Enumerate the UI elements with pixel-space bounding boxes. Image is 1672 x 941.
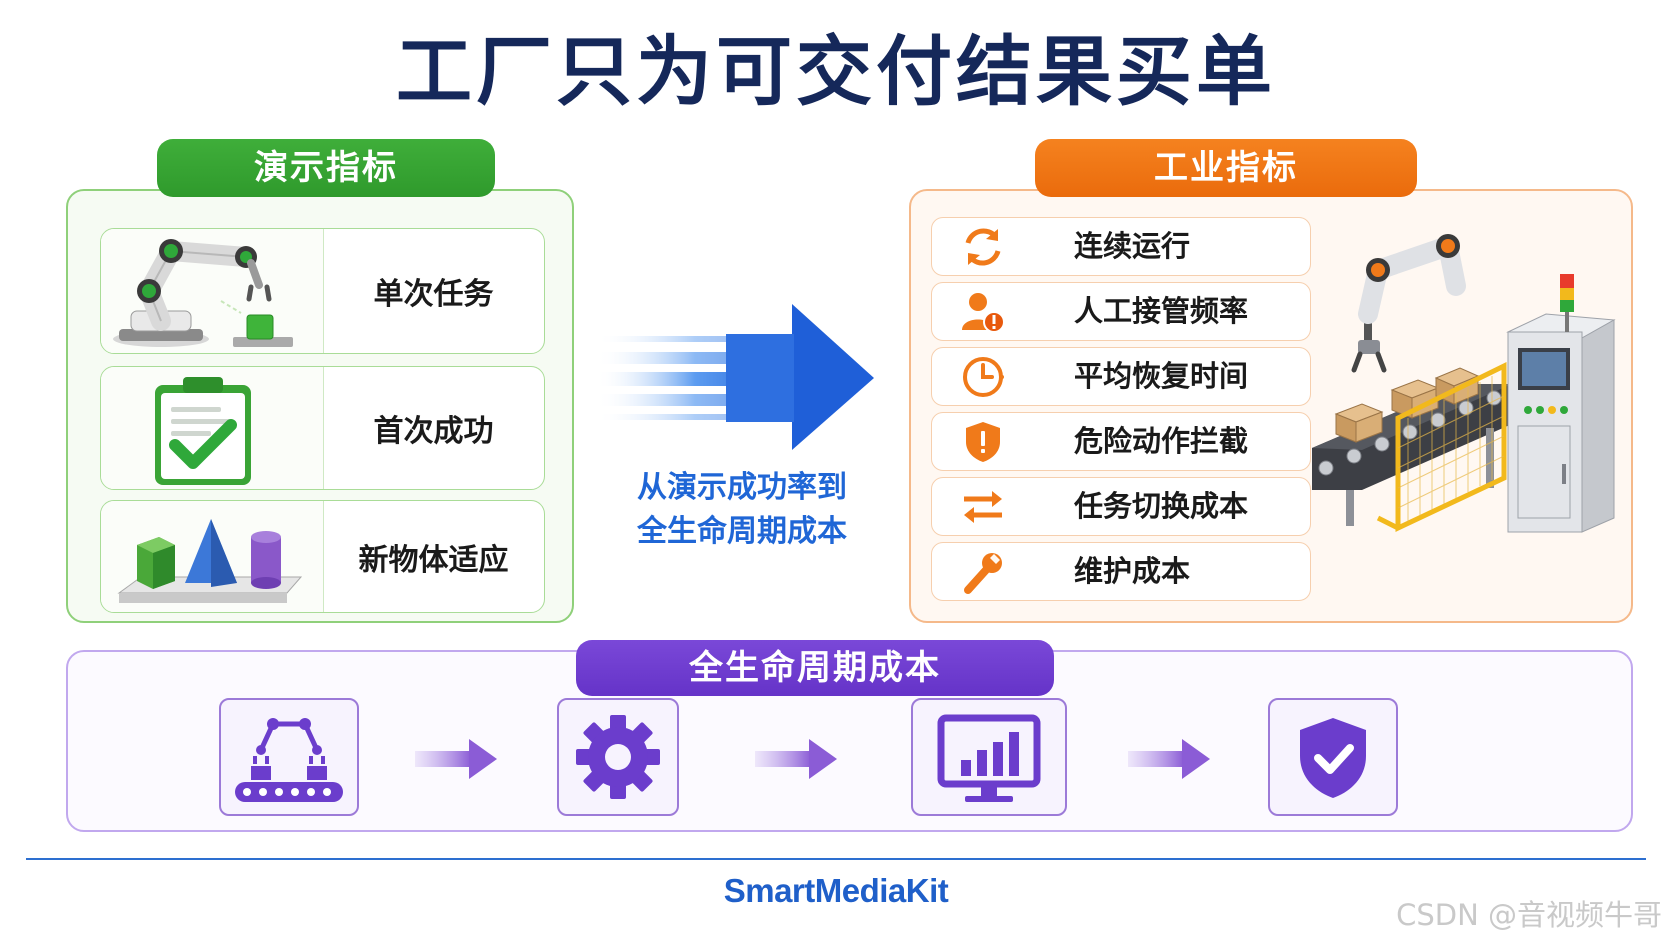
- monitor-chart-icon: [937, 714, 1041, 802]
- transition-caption: 从演示成功率到 全生命周期成本: [602, 466, 882, 554]
- industrial-metric-label: 维护成本: [1074, 554, 1191, 588]
- user-alert-icon: [962, 293, 1005, 333]
- industrial-metric-label: 人工接管频率: [1074, 294, 1249, 328]
- transition-caption-line-2: 全生命周期成本: [637, 514, 847, 549]
- lifecycle-arrow-icon: [415, 739, 497, 779]
- industrial-metric-card: 人工接管频率: [931, 282, 1311, 341]
- lifecycle-arrow-icon: [1128, 739, 1210, 779]
- footer-divider: [26, 858, 1646, 860]
- factory-production-line-illustration: [1312, 234, 1616, 533]
- brand-logo-text: SmartMediaKit: [723, 872, 949, 909]
- industrial-metrics-header: 工业指标: [1035, 139, 1417, 197]
- industrial-metric-card: 连续运行: [931, 217, 1311, 276]
- demo-metric-label: 新物体适应: [358, 542, 509, 578]
- demo-metric-label: 首次成功: [373, 414, 494, 449]
- lifecycle-arrow-icon: [755, 739, 837, 779]
- gear-icon: [576, 715, 660, 799]
- industrial-metric-card: 危险动作拦截: [931, 412, 1311, 471]
- demo-metric-card-new-object: 新物体适应: [100, 500, 545, 613]
- demo-metrics-header: 演示指标: [157, 139, 495, 197]
- clipboard-check-icon: [155, 377, 251, 485]
- swap-arrows-icon: [964, 491, 1002, 523]
- geometric-shapes-icon: [117, 519, 303, 603]
- demo-metric-label: 单次任务: [373, 277, 494, 312]
- industrial-metric-card: 平均恢复时间: [931, 347, 1311, 406]
- lifecycle-step-deploy: [219, 698, 359, 816]
- demo-metric-card-single-task: 单次任务: [100, 228, 545, 354]
- blue-arrow-right-icon: [596, 304, 874, 450]
- lifecycle-step-monitor: [911, 698, 1067, 816]
- industrial-metric-label: 危险动作拦截: [1074, 424, 1249, 458]
- lifecycle-step-secure: [1268, 698, 1398, 816]
- industrial-metric-card: 任务切换成本: [931, 477, 1311, 536]
- demo-metric-card-first-success: 首次成功: [100, 366, 545, 490]
- wrench-icon: [964, 553, 1002, 594]
- transition-caption-line-1: 从演示成功率到: [637, 470, 847, 505]
- lifecycle-cost-header: 全生命周期成本: [576, 640, 1054, 696]
- shield-check-icon: [1300, 718, 1366, 798]
- robot-conveyor-icon: [235, 718, 343, 802]
- refresh-cycle-icon: [965, 228, 1001, 266]
- industrial-metric-label: 平均恢复时间: [1074, 359, 1249, 393]
- industrial-metric-label: 任务切换成本: [1074, 489, 1249, 523]
- watermark: CSDN @音视频牛哥: [1396, 898, 1662, 932]
- page-title: 工厂只为可交付结果买单: [396, 27, 1276, 116]
- shield-alert-icon: [966, 422, 1000, 462]
- industrial-metric-card: 维护成本: [931, 542, 1311, 601]
- industrial-metric-label: 连续运行: [1074, 229, 1191, 263]
- lifecycle-step-operate: [557, 698, 679, 816]
- robot-arm-icon: [113, 239, 293, 347]
- clock-icon: [963, 357, 1004, 397]
